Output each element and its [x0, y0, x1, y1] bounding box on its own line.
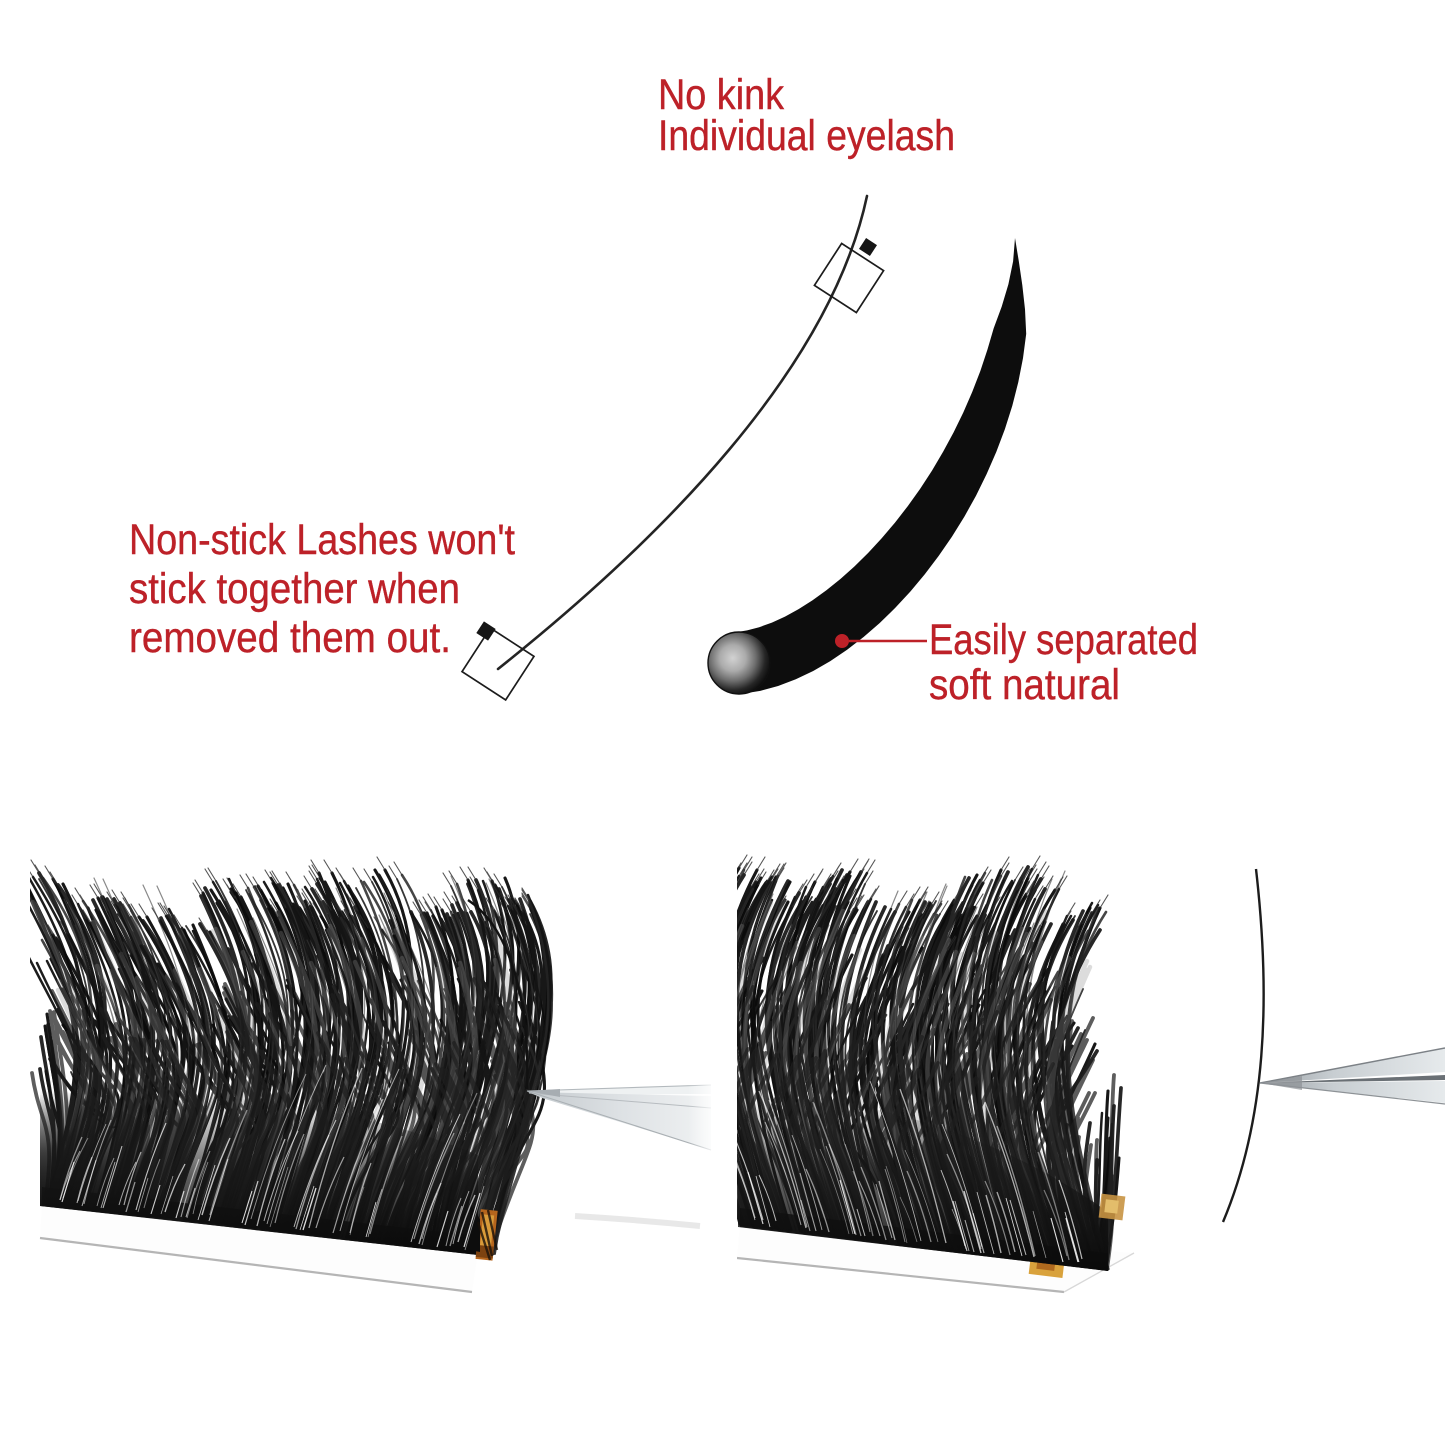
svg-text:soft natural: soft natural: [929, 661, 1120, 709]
svg-text:Easily separated: Easily separated: [929, 616, 1198, 664]
svg-text:stick together when: stick together when: [129, 565, 460, 613]
svg-text:Non-stick Lashes won't: Non-stick Lashes won't: [129, 516, 515, 564]
svg-text:Individual eyelash: Individual eyelash: [658, 112, 955, 160]
svg-text:removed them out.: removed them out.: [129, 614, 451, 662]
svg-text:No kink: No kink: [658, 71, 784, 119]
